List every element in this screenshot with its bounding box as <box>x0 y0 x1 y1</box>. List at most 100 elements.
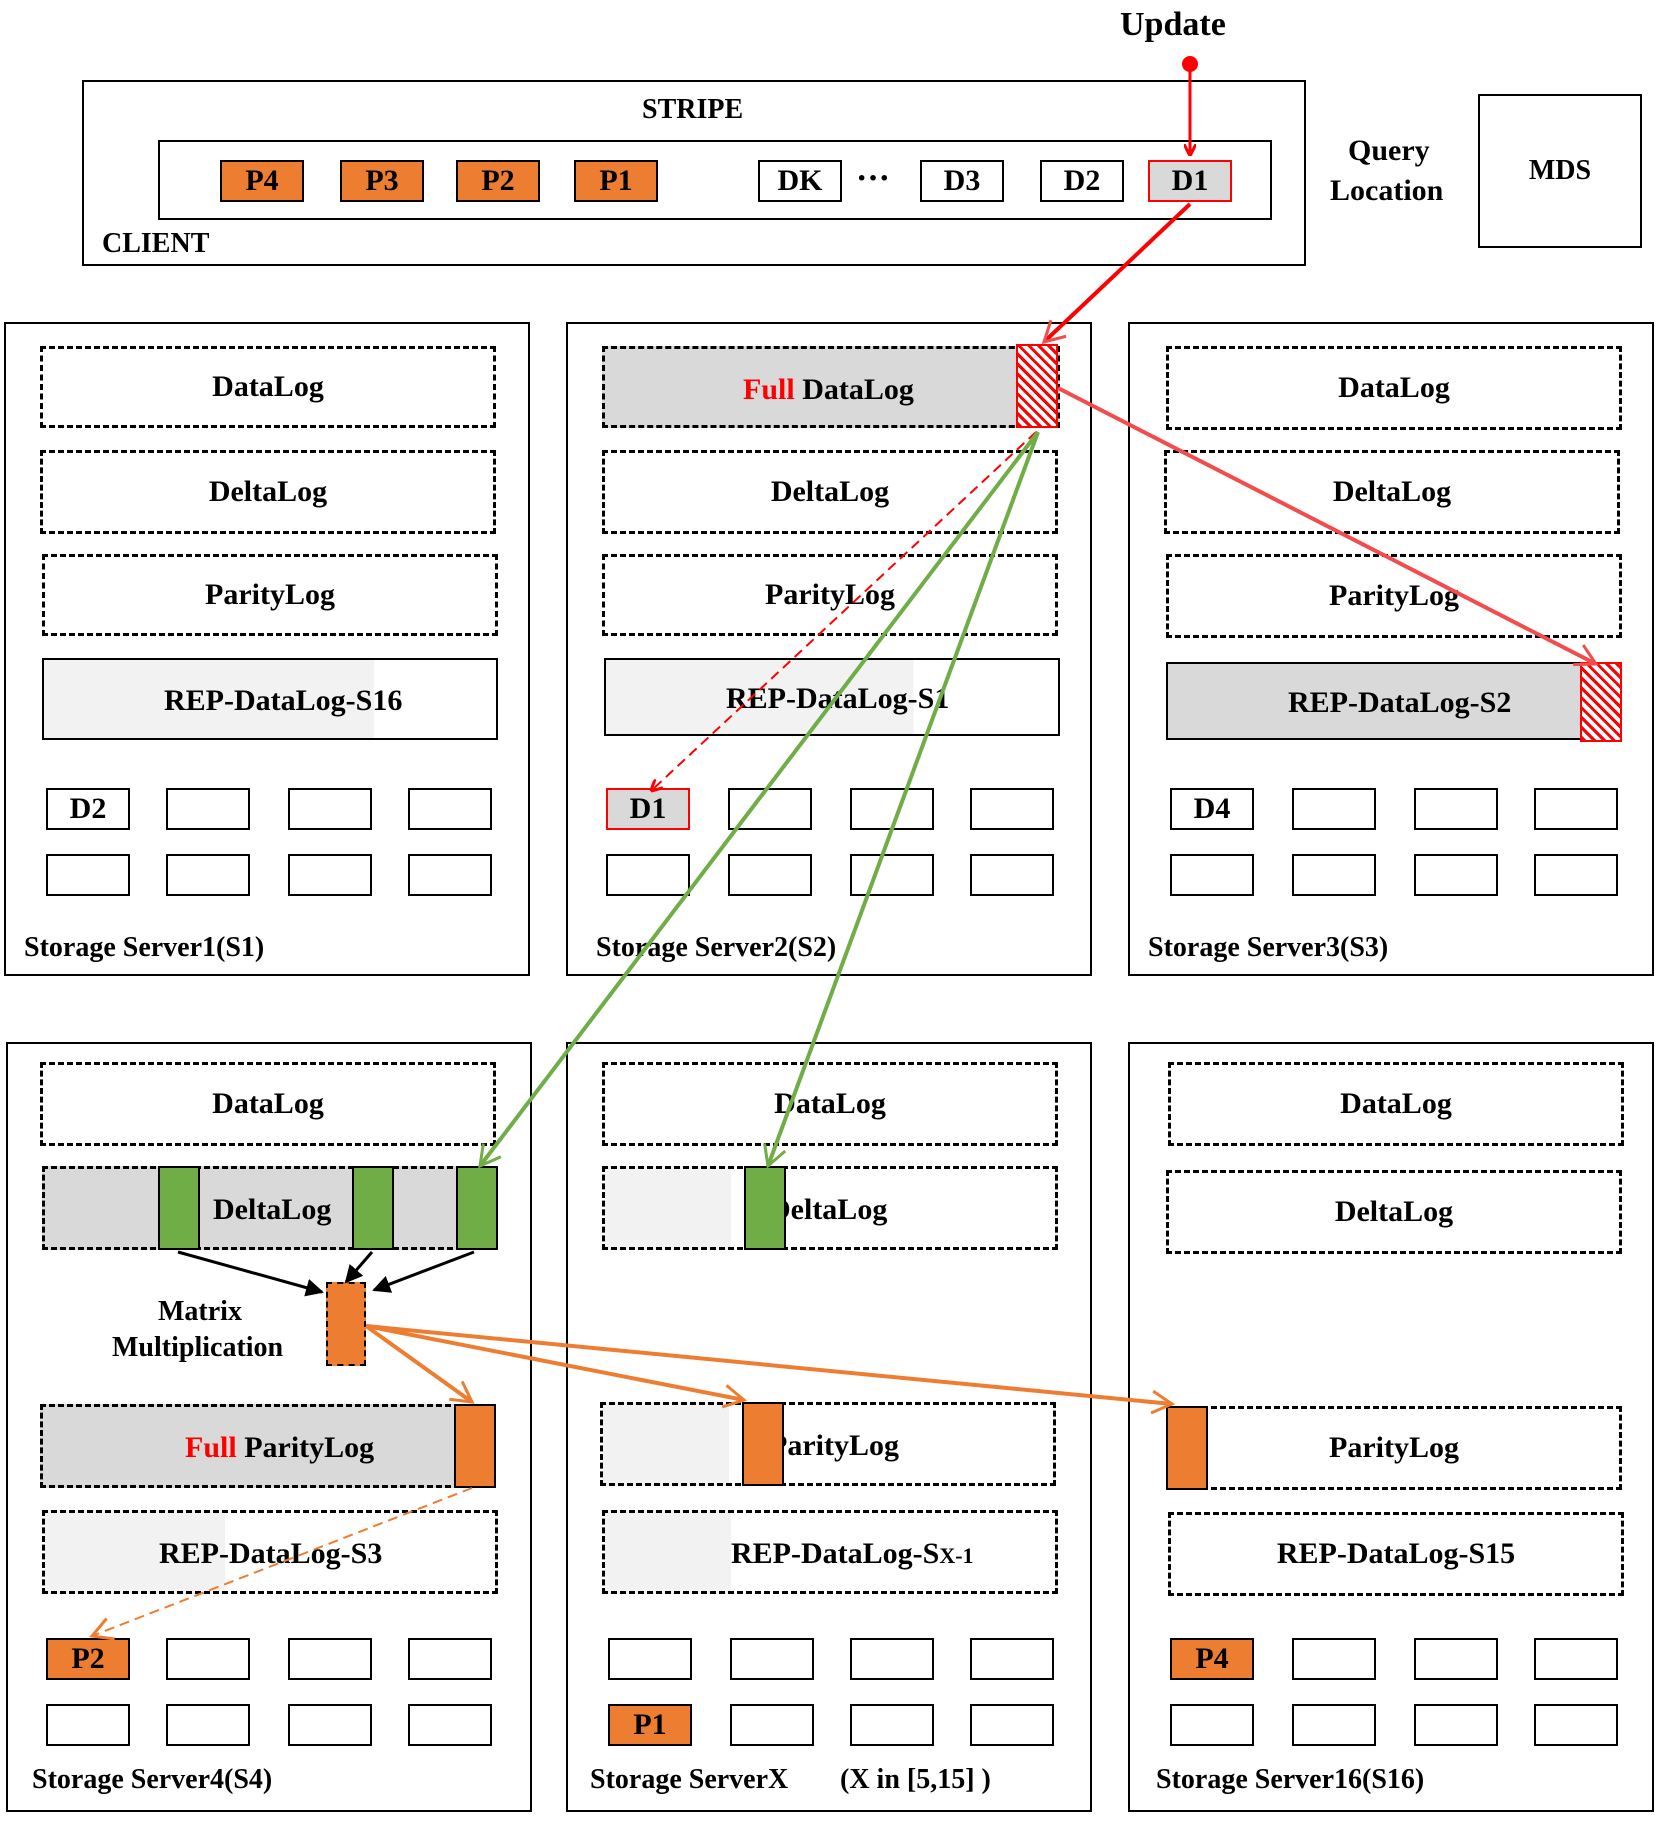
s3-datalog: DataLog <box>1166 346 1622 430</box>
s2-name: Storage Server2(S2) <box>596 932 837 963</box>
s4-block <box>408 1704 492 1746</box>
s1-block <box>288 788 372 830</box>
stripe-block-p1: P1 <box>574 160 658 202</box>
s2-block <box>728 854 812 896</box>
s1-block <box>408 788 492 830</box>
matrix-multiplication-node <box>326 1282 366 1366</box>
stripe-block-p4: P4 <box>220 160 304 202</box>
s4-datalog: DataLog <box>40 1062 496 1146</box>
s1-block-d2: D2 <box>46 788 130 830</box>
s1-block <box>408 854 492 896</box>
sx-replog: REP-DataLog-SX-1 <box>602 1510 1058 1594</box>
sx-block <box>608 1638 692 1680</box>
query-label-2: Location <box>1330 174 1444 207</box>
s3-block <box>1292 854 1376 896</box>
stripe-block-d1: D1 <box>1148 160 1232 202</box>
update-label: Update <box>1120 6 1226 43</box>
s4-block <box>166 1638 250 1680</box>
s2-block-d1: D1 <box>606 788 690 830</box>
s4-block <box>288 1704 372 1746</box>
stripe-ellipsis: ··· <box>856 160 891 197</box>
s2-full-label: Full <box>743 373 795 406</box>
s4-parity-chunk <box>454 1404 496 1488</box>
s3-block-d4: D4 <box>1170 788 1254 830</box>
stripe-block-d3: D3 <box>920 160 1004 202</box>
s16-datalog: DataLog <box>1168 1062 1624 1146</box>
s16-paritylog: ParityLog <box>1166 1406 1622 1490</box>
s4-delta-chunk-3 <box>456 1166 498 1250</box>
s3-block <box>1534 788 1618 830</box>
s16-block <box>1414 1704 1498 1746</box>
sx-block <box>970 1638 1054 1680</box>
s3-block <box>1414 854 1498 896</box>
s16-block <box>1534 1704 1618 1746</box>
s3-block <box>1534 854 1618 896</box>
s2-block <box>606 854 690 896</box>
s2-block <box>970 788 1054 830</box>
s16-block <box>1292 1704 1376 1746</box>
sx-block <box>970 1704 1054 1746</box>
s4-delta-chunk-2 <box>352 1166 394 1250</box>
s4-name: Storage Server4(S4) <box>32 1764 273 1795</box>
s2-deltalog: DeltaLog <box>602 450 1058 534</box>
s2-datalog-text: DataLog <box>802 373 914 406</box>
update-dot <box>1182 56 1198 72</box>
s1-deltalog: DeltaLog <box>40 450 496 534</box>
s1-replog-label: REP-DataLog-S16 <box>164 684 403 717</box>
s4-deltalog-label: DeltaLog <box>213 1193 332 1226</box>
matrix-label-1: Matrix <box>158 1296 242 1327</box>
s3-replog: REP-DataLog-S2 <box>1166 662 1622 740</box>
sx-replog-label: REP-DataLog-SX-1 <box>731 1539 974 1569</box>
s1-block <box>288 854 372 896</box>
s2-block <box>850 788 934 830</box>
stripe-box <box>158 140 1272 220</box>
stripe-block-p3: P3 <box>340 160 424 202</box>
s2-datalog-full: Full DataLog <box>602 346 1060 428</box>
s2-paritylog: ParityLog <box>602 554 1058 636</box>
s3-paritylog: ParityLog <box>1166 554 1622 638</box>
sx-block <box>730 1638 814 1680</box>
stripe-title: STRIPE <box>642 94 744 125</box>
s16-block <box>1292 1638 1376 1680</box>
server-s4 <box>6 1042 532 1812</box>
sx-replog-sub: X-1 <box>939 1543 974 1568</box>
s4-paritylog-text: ParityLog <box>244 1431 375 1464</box>
s1-paritylog: ParityLog <box>42 554 498 636</box>
s4-full-label: Full <box>185 1431 237 1464</box>
s2-datalog-label: Full DataLog <box>743 375 914 405</box>
s3-replog-label: REP-DataLog-S2 <box>1288 686 1512 719</box>
stripe-block-p2: P2 <box>456 160 540 202</box>
s1-name: Storage Server1(S1) <box>24 932 265 963</box>
matrix-label-2: Multiplication <box>112 1332 284 1363</box>
sx-delta-chunk <box>744 1166 786 1250</box>
s1-block <box>46 854 130 896</box>
sx-name: Storage ServerX <box>590 1764 789 1795</box>
s1-replog: REP-DataLog-S16 <box>42 658 498 740</box>
sx-paritylog: ParityLog <box>600 1402 1056 1486</box>
s3-block <box>1170 854 1254 896</box>
sx-deltalog: DeltaLog <box>602 1166 1058 1250</box>
sx-block <box>730 1704 814 1746</box>
s16-block-p4: P4 <box>1170 1638 1254 1680</box>
s16-block <box>1414 1638 1498 1680</box>
sx-replog-prefix: REP-DataLog-S <box>731 1537 940 1570</box>
s4-block <box>288 1638 372 1680</box>
mds-box: MDS <box>1478 94 1642 248</box>
s4-block <box>166 1704 250 1746</box>
sx-datalog: DataLog <box>602 1062 1058 1146</box>
stripe-block-dk: DK <box>758 160 842 202</box>
s2-replog: REP-DataLog-S1 <box>604 658 1060 736</box>
s1-block <box>166 788 250 830</box>
query-label-1: Query <box>1348 134 1430 167</box>
s2-datalog-update-chunk <box>1016 344 1058 428</box>
s16-parity-chunk <box>1166 1406 1208 1490</box>
s2-block <box>970 854 1054 896</box>
s16-replog: REP-DataLog-S15 <box>1168 1512 1624 1596</box>
s2-block <box>728 788 812 830</box>
s3-deltalog: DeltaLog <box>1164 450 1620 534</box>
sx-range: (X in [5,15] ) <box>840 1764 991 1795</box>
s4-replog-label: REP-DataLog-S3 <box>159 1537 383 1570</box>
sx-block <box>850 1704 934 1746</box>
sx-parity-chunk <box>742 1402 784 1486</box>
s4-block <box>46 1704 130 1746</box>
